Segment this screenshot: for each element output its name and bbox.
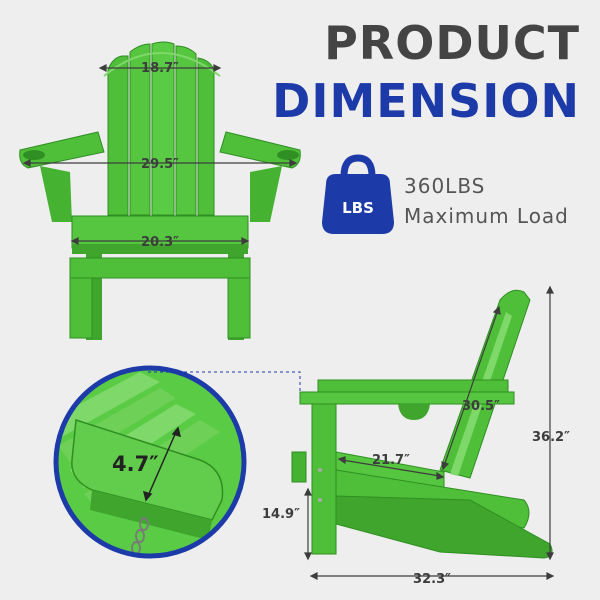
max-load-value: 360LBS bbox=[404, 174, 486, 198]
arm-span-label: 29.5″ bbox=[141, 157, 179, 172]
headline-product: PRODUCT bbox=[324, 16, 580, 70]
back-length-label: 30.5″ bbox=[462, 399, 500, 414]
overall-depth-label: 32.3″ bbox=[413, 572, 451, 587]
headline-dimension: DIMENSION bbox=[272, 74, 580, 128]
lbs-badge-text: LBS bbox=[342, 199, 374, 217]
detail-connector-line bbox=[148, 371, 301, 398]
backrest-width-label: 18.7″ bbox=[141, 61, 179, 76]
seat-depth-label: 21.7″ bbox=[372, 453, 410, 468]
seat-width-label: 20.3″ bbox=[141, 235, 179, 250]
overall-height-label: 36.2″ bbox=[532, 430, 570, 445]
armrest-width-label: 4.7″ bbox=[112, 452, 159, 476]
side-view-chair bbox=[291, 285, 555, 580]
seat-height-label: 14.9″ bbox=[262, 507, 300, 522]
armrest-detail-view bbox=[53, 365, 247, 559]
weight-icon bbox=[322, 154, 394, 234]
front-view-chair bbox=[19, 41, 301, 340]
max-load-label: Maximum Load bbox=[404, 204, 569, 228]
